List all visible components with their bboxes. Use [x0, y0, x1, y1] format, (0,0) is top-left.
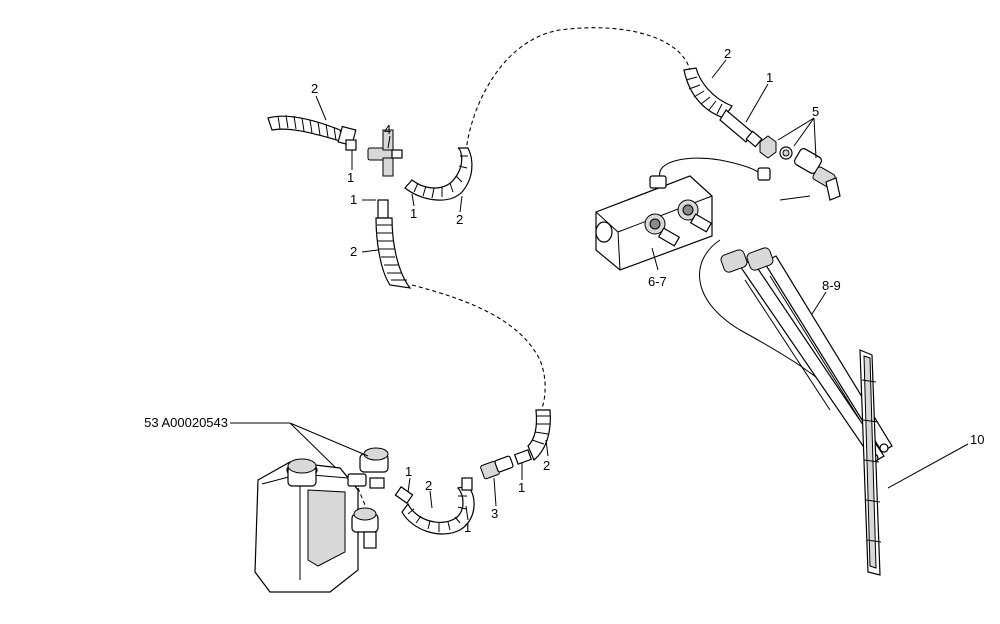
label-hose-1-left-mid: 1 [350, 192, 357, 207]
label-valve-6-7: 6-7 [648, 274, 667, 289]
route-dash-middle [411, 284, 546, 409]
label-wiper-arm-8-9: 8-9 [822, 278, 841, 293]
washer-reservoir [254, 458, 359, 593]
label-hose-1-left: 1 [347, 170, 354, 185]
wiper-blade [859, 349, 882, 576]
corrugated-hose-center [404, 147, 473, 201]
leader-lines [230, 59, 969, 521]
label-hose-1-bottom-c: 1 [518, 480, 525, 495]
nozzle-assembly [759, 135, 841, 201]
label-hose-1-top-right: 1 [766, 70, 773, 85]
label-tee-4: 4 [384, 122, 391, 137]
washer-pump-lower [351, 507, 379, 549]
label-hose-1-bottom-b: 1 [464, 520, 471, 535]
corrugated-hose-top-right [683, 67, 763, 148]
label-connector-3: 3 [491, 506, 498, 521]
wiper-arm-assembly [720, 247, 893, 463]
label-hose-2-top-right: 2 [724, 46, 731, 61]
label-hose-2-center: 2 [456, 212, 463, 227]
label-hose-2-bottom-right: 2 [543, 458, 550, 473]
corrugated-hose-top-left [267, 114, 357, 151]
label-reservoir-code: 53 A00020543 [144, 415, 228, 430]
tee-fitting [367, 129, 403, 177]
washer-pump-upper [347, 447, 389, 489]
corrugated-hose-bottom-right [513, 409, 551, 465]
label-hose-1-center: 1 [410, 206, 417, 221]
label-hose-2-left: 2 [350, 244, 357, 259]
corrugated-hose-bottom [394, 477, 475, 535]
label-wiper-blade-10: 10 [970, 432, 984, 447]
route-dash-reservoir [357, 487, 366, 506]
label-hose-2-top-left: 2 [311, 81, 318, 96]
label-hose-1-bottom-a: 1 [405, 464, 412, 479]
label-nozzle-5: 5 [812, 104, 819, 119]
inline-connector [480, 455, 514, 480]
pipe-vertical-left [375, 199, 412, 289]
label-hose-2-bottom: 2 [425, 478, 432, 493]
route-dash-top [465, 27, 691, 153]
